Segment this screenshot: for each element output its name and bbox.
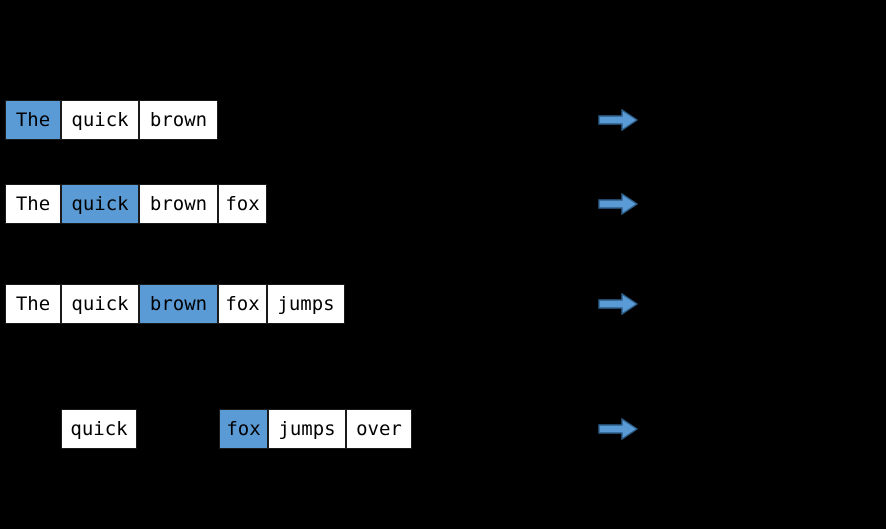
token-cell[interactable]: The (5, 184, 61, 224)
right-arrow-icon (598, 193, 638, 215)
right-arrow-icon (598, 293, 638, 315)
token-cell-highlighted[interactable]: The (5, 100, 61, 140)
token-cell-highlighted[interactable]: fox (219, 409, 268, 449)
token-cell[interactable]: The (5, 284, 61, 324)
token-cell[interactable]: brown (139, 100, 218, 140)
token-gap (137, 409, 219, 449)
token-cell[interactable]: over (346, 409, 412, 449)
right-arrow-icon (598, 109, 638, 131)
token-cell-highlighted[interactable]: brown (139, 284, 218, 324)
token-cell[interactable]: quick (61, 100, 139, 140)
token-cell[interactable]: brown (139, 184, 218, 224)
right-arrow-icon (598, 418, 638, 440)
token-cell[interactable]: fox (218, 184, 267, 224)
token-cell[interactable]: fox (218, 284, 267, 324)
token-cell[interactable]: jumps (267, 284, 345, 324)
token-cell[interactable]: jumps (268, 409, 346, 449)
token-cell-highlighted[interactable]: quick (61, 184, 139, 224)
token-cell[interactable]: quick (61, 409, 137, 449)
token-cell[interactable]: quick (61, 284, 139, 324)
